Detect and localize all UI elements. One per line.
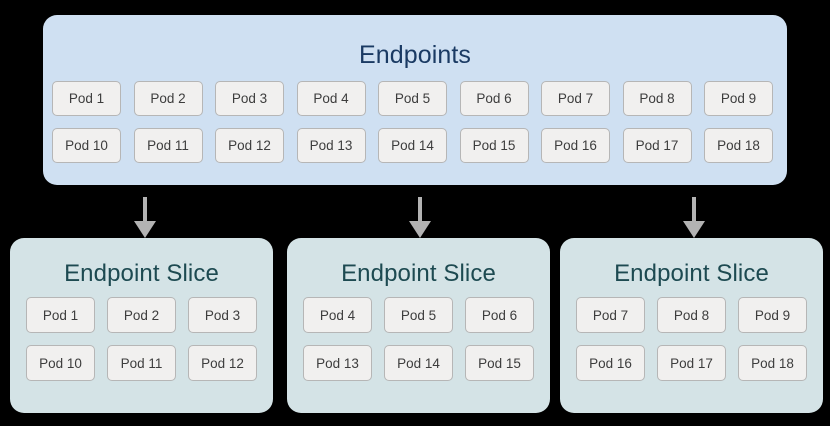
pod-chip: Pod 11 <box>107 345 176 381</box>
pod-chip: Pod 15 <box>459 128 529 163</box>
endpoint-slice-container-1: Endpoint Slice Pod 1 Pod 2 Pod 3 Pod 10 … <box>10 238 273 413</box>
endpoints-container: Endpoints Pod 1 Pod 2 Pod 3 Pod 4 Pod 5 … <box>43 15 787 185</box>
endpoint-slice-pod-row-2: Pod 10 Pod 11 Pod 12 <box>26 345 257 381</box>
pod-chip: Pod 7 <box>576 297 645 333</box>
pod-chip: Pod 17 <box>622 128 692 163</box>
down-arrow-icon <box>409 197 431 238</box>
endpoint-slice-title: Endpoint Slice <box>614 260 769 287</box>
pod-chip: Pod 14 <box>384 345 453 381</box>
pod-chip: Pod 13 <box>296 128 366 163</box>
endpoints-pod-grid: Pod 1 Pod 2 Pod 3 Pod 4 Pod 5 Pod 6 Pod … <box>52 81 778 175</box>
endpoint-slice-container-3: Endpoint Slice Pod 7 Pod 8 Pod 9 Pod 16 … <box>560 238 823 413</box>
pod-chip: Pod 5 <box>384 297 453 333</box>
endpoints-pod-row-1: Pod 1 Pod 2 Pod 3 Pod 4 Pod 5 Pod 6 Pod … <box>52 81 778 116</box>
pod-chip: Pod 6 <box>459 81 529 116</box>
pod-chip: Pod 12 <box>188 345 257 381</box>
endpoint-slice-container-2: Endpoint Slice Pod 4 Pod 5 Pod 6 Pod 13 … <box>287 238 550 413</box>
arrow-shaft <box>418 197 422 223</box>
endpoint-slice-pod-row-2: Pod 16 Pod 17 Pod 18 <box>576 345 807 381</box>
pod-chip: Pod 10 <box>26 345 95 381</box>
pod-chip: Pod 11 <box>133 128 203 163</box>
down-arrow-icon <box>134 197 156 238</box>
pod-chip: Pod 15 <box>465 345 534 381</box>
endpoint-slice-pod-row-2: Pod 13 Pod 14 Pod 15 <box>303 345 534 381</box>
pod-chip: Pod 10 <box>52 128 121 163</box>
pod-chip: Pod 2 <box>133 81 203 116</box>
endpoint-slice-pod-grid: Pod 4 Pod 5 Pod 6 Pod 13 Pod 14 Pod 15 <box>303 297 534 393</box>
pod-chip: Pod 14 <box>378 128 447 163</box>
endpoint-slice-title: Endpoint Slice <box>341 260 496 287</box>
arrow-shaft <box>143 197 147 223</box>
endpoint-slice-pod-row-1: Pod 4 Pod 5 Pod 6 <box>303 297 534 333</box>
pod-chip: Pod 13 <box>303 345 372 381</box>
pod-chip: Pod 1 <box>26 297 95 333</box>
endpoints-pod-row-2: Pod 10 Pod 11 Pod 12 Pod 13 Pod 14 Pod 1… <box>52 128 778 163</box>
arrow-head <box>683 221 705 238</box>
down-arrow-icon <box>683 197 705 238</box>
pod-chip: Pod 4 <box>296 81 366 116</box>
pod-chip: Pod 3 <box>188 297 257 333</box>
pod-chip: Pod 5 <box>378 81 447 116</box>
pod-chip: Pod 16 <box>541 128 610 163</box>
endpoint-slice-title: Endpoint Slice <box>64 260 219 287</box>
endpoint-slice-pod-row-1: Pod 7 Pod 8 Pod 9 <box>576 297 807 333</box>
pod-chip: Pod 16 <box>576 345 645 381</box>
endpoint-slice-pod-grid: Pod 1 Pod 2 Pod 3 Pod 10 Pod 11 Pod 12 <box>26 297 257 393</box>
pod-chip: Pod 12 <box>215 128 284 163</box>
pod-chip: Pod 9 <box>738 297 807 333</box>
pod-chip: Pod 8 <box>622 81 692 116</box>
pod-chip: Pod 2 <box>107 297 176 333</box>
arrow-head <box>134 221 156 238</box>
pod-chip: Pod 7 <box>541 81 610 116</box>
pod-chip: Pod 4 <box>303 297 372 333</box>
pod-chip: Pod 9 <box>704 81 773 116</box>
pod-chip: Pod 18 <box>738 345 807 381</box>
endpoint-slice-pod-row-1: Pod 1 Pod 2 Pod 3 <box>26 297 257 333</box>
pod-chip: Pod 3 <box>215 81 284 116</box>
pod-chip: Pod 6 <box>465 297 534 333</box>
pod-chip: Pod 18 <box>704 128 773 163</box>
arrow-shaft <box>692 197 696 223</box>
endpoints-title: Endpoints <box>358 41 472 69</box>
pod-chip: Pod 1 <box>52 81 121 116</box>
pod-chip: Pod 8 <box>657 297 726 333</box>
pod-chip: Pod 17 <box>657 345 726 381</box>
endpoint-slice-pod-grid: Pod 7 Pod 8 Pod 9 Pod 16 Pod 17 Pod 18 <box>576 297 807 393</box>
arrow-head <box>409 221 431 238</box>
